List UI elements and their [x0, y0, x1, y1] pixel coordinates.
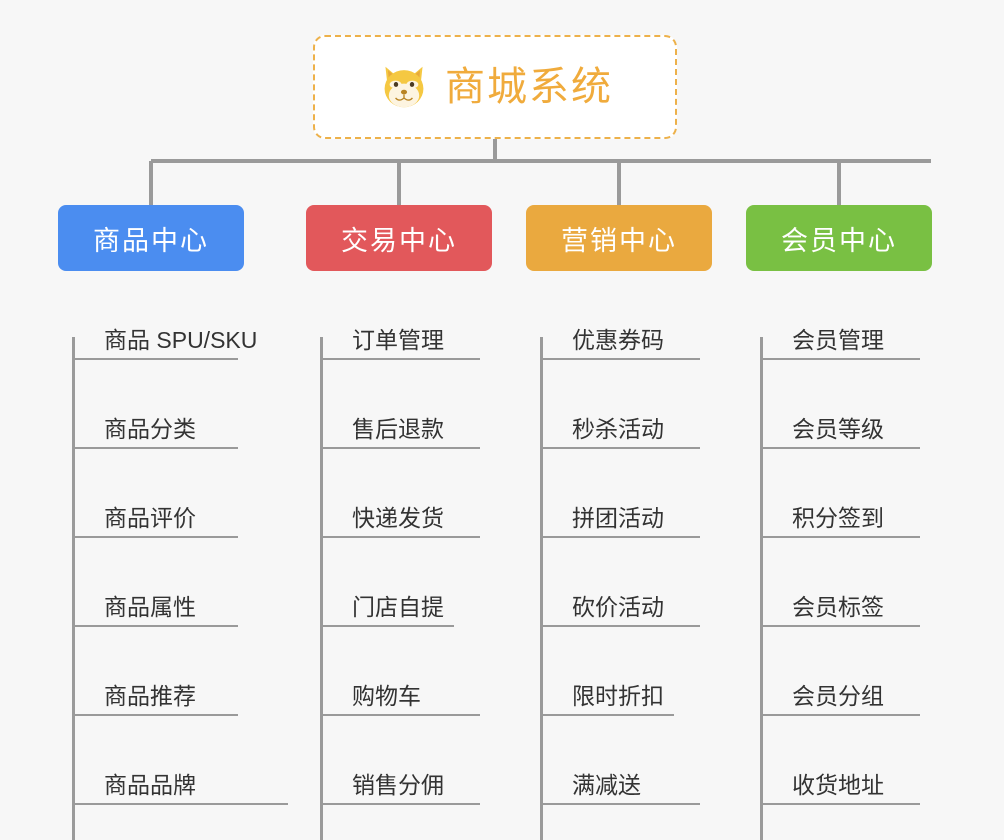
branch-children-member-center: 会员管理 会员等级 积分签到 会员标签 会员分组 收货地址 [746, 271, 932, 840]
branch-spine [760, 337, 763, 840]
branch-label: 交易中心 [341, 225, 457, 256]
leaf-underline [72, 536, 238, 538]
branch-marketing-center: 营销中心 优惠券码 秒杀活动 拼团活动 砍价活动 限时折扣 [526, 205, 712, 840]
leaf-underline [320, 536, 480, 538]
leaf-underline [72, 714, 238, 716]
leaf-item[interactable]: 会员标签 [746, 538, 932, 627]
branch-spine [540, 337, 543, 840]
leaf-item[interactable]: 优惠券码 [526, 271, 712, 360]
branch-label: 商品中心 [93, 225, 209, 256]
leaf-underline [72, 447, 238, 449]
leaf-label: 秒杀活动 [572, 416, 664, 442]
leaf-label: 商品品牌 [104, 772, 196, 798]
leaf-label: 购物车 [352, 683, 421, 709]
leaf-underline [760, 447, 920, 449]
leaf-label: 销售分佣 [352, 772, 444, 798]
branch-spine [320, 337, 323, 840]
leaf-underline [760, 358, 920, 360]
leaf-label: 满减送 [572, 772, 641, 798]
leaf-underline [760, 714, 920, 716]
leaf-underline [72, 358, 238, 360]
branch-label: 会员中心 [781, 225, 897, 256]
leaf-underline [760, 625, 920, 627]
leaf-item[interactable]: 销售分佣 [306, 716, 492, 805]
leaf-label: 门店自提 [352, 594, 444, 620]
branch-children-product-center: 商品 SPU/SKU 商品分类 商品评价 商品属性 商品推荐 商品品牌 [58, 271, 288, 840]
leaf-underline [760, 536, 920, 538]
leaf-label: 商品属性 [104, 594, 196, 620]
leaf-label: 商品评价 [104, 505, 196, 531]
leaf-item[interactable]: 收货地址 [746, 716, 932, 805]
leaf-underline [540, 536, 700, 538]
leaf-item[interactable]: 快递发货 [306, 449, 492, 538]
leaf-underline [320, 358, 480, 360]
branch-header-trade-center[interactable]: 交易中心 [306, 205, 492, 271]
branch-spine [72, 337, 75, 840]
leaf-underline [320, 447, 480, 449]
leaf-item[interactable]: 会员等级 [746, 360, 932, 449]
leaf-label: 商品分类 [104, 416, 196, 442]
leaf-underline [540, 803, 700, 805]
leaf-item[interactable]: 门店自提 [306, 538, 492, 627]
leaf-label: 优惠券码 [572, 327, 664, 353]
leaf-item[interactable]: 商品评价 [58, 449, 244, 538]
branch-children-marketing-center: 优惠券码 秒杀活动 拼团活动 砍价活动 限时折扣 满减送 [526, 271, 712, 840]
leaf-item[interactable]: 商品品牌 [58, 716, 288, 805]
leaf-label: 收货地址 [792, 772, 884, 798]
branch-label: 营销中心 [561, 225, 677, 256]
leaf-item[interactable]: 商品属性 [58, 538, 244, 627]
leaf-label: 商品 SPU/SKU [104, 327, 258, 353]
leaf-item[interactable]: 会员管理 [746, 271, 932, 360]
leaf-label: 砍价活动 [572, 594, 664, 620]
leaf-label: 拼团活动 [572, 505, 664, 531]
leaf-underline [540, 625, 700, 627]
leaf-underline [320, 625, 454, 627]
root-title: 商城系统 [445, 65, 613, 109]
leaf-item[interactable]: 会员分组 [746, 627, 932, 716]
leaf-label: 快递发货 [352, 505, 444, 531]
leaf-label: 会员等级 [792, 416, 884, 442]
leaf-item[interactable]: 订单管理 [306, 271, 492, 360]
leaf-underline [540, 358, 700, 360]
leaf-item[interactable]: 商品 SPU/SKU [58, 271, 257, 360]
leaf-underline [72, 625, 238, 627]
branch-children-trade-center: 订单管理 售后退款 快递发货 门店自提 购物车 销售分佣 [306, 271, 492, 840]
leaf-label: 会员管理 [792, 327, 884, 353]
leaf-item[interactable]: 售后退款 [306, 360, 492, 449]
leaf-item[interactable]: 商品推荐 [58, 627, 244, 716]
branch-header-member-center[interactable]: 会员中心 [746, 205, 932, 271]
branch-trade-center: 交易中心 订单管理 售后退款 快递发货 门店自提 购物车 [306, 205, 492, 840]
leaf-underline [320, 803, 480, 805]
leaf-underline [540, 447, 700, 449]
leaf-underline [540, 714, 674, 716]
branch-product-center: 商品中心 商品 SPU/SKU 商品分类 商品评价 商品属性 商品推荐 [58, 205, 288, 840]
leaf-label: 订单管理 [352, 327, 444, 353]
leaf-label: 商品推荐 [104, 683, 196, 709]
leaf-item[interactable]: 满减送 [526, 716, 712, 805]
shiba-dog-emoji [384, 66, 424, 109]
leaf-item[interactable]: 秒杀活动 [526, 360, 712, 449]
leaf-item[interactable]: 砍价活动 [526, 538, 712, 627]
leaf-item[interactable]: 限时折扣 [526, 627, 712, 716]
leaf-item[interactable]: 购物车 [306, 627, 492, 716]
leaf-label: 售后退款 [352, 416, 444, 442]
leaf-item[interactable]: 拼团活动 [526, 449, 712, 538]
leaf-underline [760, 803, 920, 805]
leaf-item[interactable]: 积分签到 [746, 449, 932, 538]
root-node[interactable]: 商城系统 [313, 35, 677, 139]
leaf-underline [72, 803, 288, 805]
leaf-label: 会员分组 [792, 683, 884, 709]
leaf-label: 会员标签 [792, 594, 884, 620]
leaf-label: 限时折扣 [572, 683, 664, 709]
branch-member-center: 会员中心 会员管理 会员等级 积分签到 会员标签 会员分组 [746, 205, 932, 840]
branch-header-product-center[interactable]: 商品中心 [58, 205, 244, 271]
branch-header-marketing-center[interactable]: 营销中心 [526, 205, 712, 271]
leaf-underline [320, 714, 480, 716]
leaf-item[interactable]: 商品分类 [58, 360, 244, 449]
leaf-label: 积分签到 [792, 505, 884, 531]
